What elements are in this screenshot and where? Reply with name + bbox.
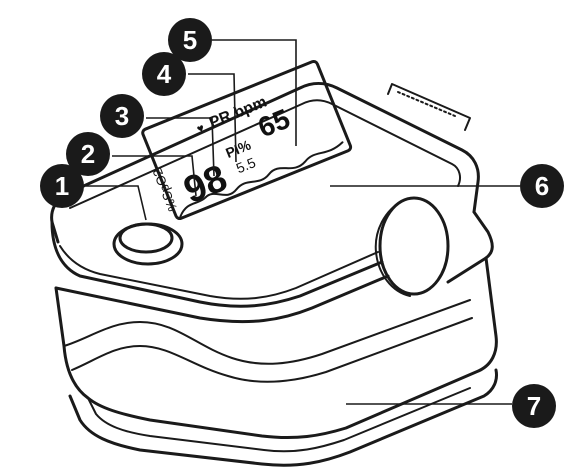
callout-5: 5 — [168, 18, 212, 62]
callout-3: 3 — [100, 94, 144, 138]
svg-text:6: 6 — [535, 171, 549, 201]
plethysmograph-waveform — [179, 141, 344, 218]
svg-text:1: 1 — [55, 171, 69, 201]
callout-1: 1 — [40, 164, 84, 208]
hinge-wheel — [378, 196, 450, 296]
pi-value: 5.5 — [234, 154, 258, 176]
hinge-wheel-face — [374, 199, 411, 297]
svg-text:5: 5 — [183, 25, 197, 55]
finger-chamber-base — [68, 368, 498, 467]
lanyard-tab — [387, 83, 471, 131]
lanyard-tab-texture — [397, 91, 456, 117]
power-button-cap — [118, 222, 174, 254]
lower-clip-outline — [54, 256, 498, 440]
svg-text:7: 7 — [527, 391, 541, 421]
svg-text:4: 4 — [157, 59, 172, 89]
spo2-label: %SpO2 — [150, 166, 181, 213]
leader-1 — [86, 185, 147, 221]
leader-lines — [86, 39, 520, 405]
heart-icon: ♥ — [195, 121, 207, 137]
svg-text:3: 3 — [115, 101, 129, 131]
shell-seam — [54, 274, 390, 324]
callout-7: 7 — [512, 384, 556, 428]
top-shell-outline — [50, 82, 480, 244]
svg-text:2: 2 — [81, 139, 95, 169]
top-shell-band — [50, 220, 384, 308]
top-shell-band-inner — [59, 245, 379, 300]
spo2-value: 98 — [178, 157, 233, 212]
leader-3 — [146, 117, 215, 177]
callout-6: 6 — [520, 164, 564, 208]
lcd-frame — [141, 59, 353, 221]
lower-clip-inner-curve — [71, 317, 473, 383]
lower-clip-front-curve — [63, 299, 471, 365]
leader-4 — [188, 73, 237, 163]
finger-chamber-ledge — [87, 387, 471, 453]
right-side-seam — [446, 210, 494, 284]
power-button[interactable] — [112, 222, 184, 266]
leader-5 — [212, 39, 297, 146]
leader-2 — [112, 155, 197, 197]
callout-2: 2 — [66, 132, 110, 176]
callout-4: 4 — [142, 52, 186, 96]
